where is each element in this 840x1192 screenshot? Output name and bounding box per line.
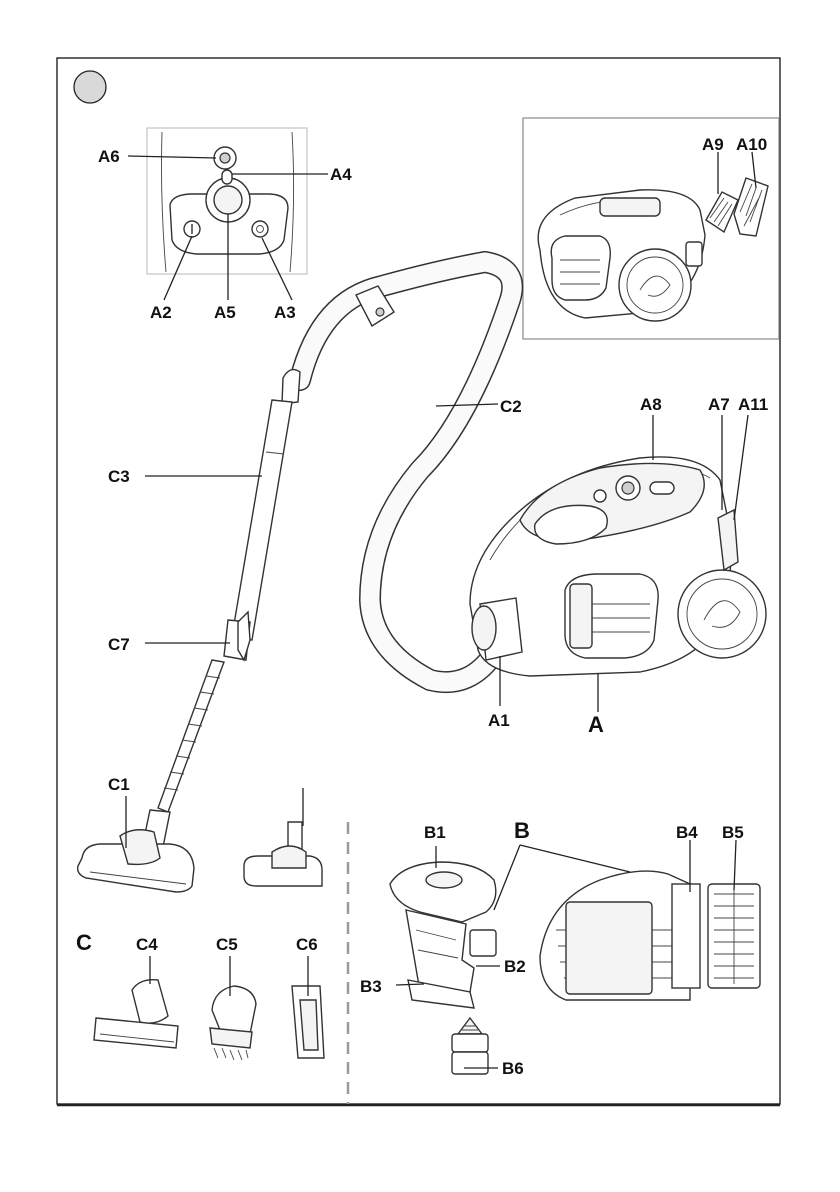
label-a3: A3 [274, 303, 296, 322]
label-b4: B4 [676, 823, 698, 842]
label-b5: B5 [722, 823, 744, 842]
label-c4: C4 [136, 935, 158, 954]
figure-number-badge [74, 71, 106, 103]
label-a4: A4 [330, 165, 352, 184]
label-c1: C1 [108, 775, 130, 794]
label-c5: C5 [216, 935, 238, 954]
label-c: C [76, 930, 92, 955]
label-c6: C6 [296, 935, 318, 954]
label-a8: A8 [640, 395, 662, 414]
label-b2: B2 [504, 957, 526, 976]
label-a6: A6 [98, 147, 120, 166]
label-a1: A1 [488, 711, 510, 730]
label-a7: A7 [708, 395, 730, 414]
label-a5: A5 [214, 303, 236, 322]
label-a10: A10 [736, 135, 767, 154]
label-c2: C2 [500, 397, 522, 416]
label-c7: C7 [108, 635, 130, 654]
label-a11: A11 [738, 395, 768, 414]
label-b1: B1 [424, 823, 446, 842]
label-a9: A9 [702, 135, 724, 154]
label-b3: B3 [360, 977, 382, 996]
label-b6: B6 [502, 1059, 524, 1078]
label-a2: A2 [150, 303, 172, 322]
label-a: A [588, 712, 604, 737]
label-b: B [514, 818, 530, 843]
label-c3: C3 [108, 467, 130, 486]
